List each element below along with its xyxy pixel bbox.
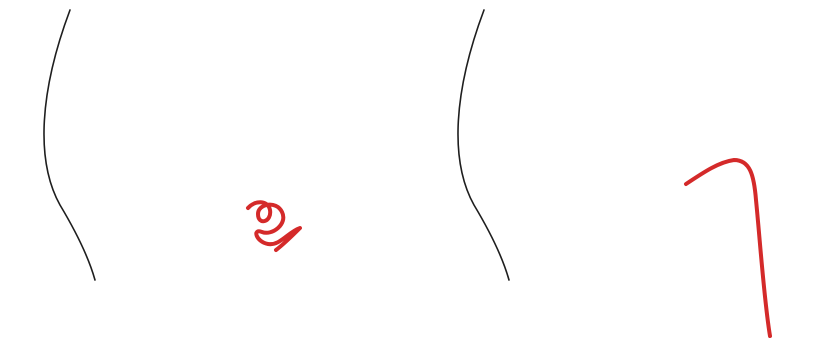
anatomy-diagram xyxy=(414,0,828,355)
anatomy-lines xyxy=(44,10,95,280)
straightened-vessel-highlight xyxy=(686,160,770,336)
tortuous-vessel-highlight xyxy=(248,202,300,250)
anatomy-diagram xyxy=(0,0,414,355)
panel-right xyxy=(414,0,828,355)
panel-left xyxy=(0,0,414,355)
anatomy-lines xyxy=(458,10,509,280)
